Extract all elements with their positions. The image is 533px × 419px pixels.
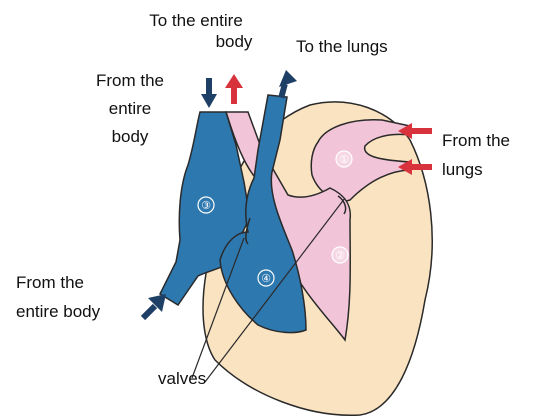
label-from-body-top-line1: From the bbox=[82, 70, 178, 91]
label-from-body-bottom-line1: From the bbox=[16, 272, 100, 293]
label-from-body-bottom-line2: entire body bbox=[16, 301, 100, 322]
label-from-entire-body-top: From the entire body bbox=[82, 70, 178, 147]
label-to-entire-body: To the entire body bbox=[126, 10, 266, 52]
chamber-4-label: ④ bbox=[261, 272, 271, 285]
chamber-1-label: ① bbox=[339, 153, 349, 166]
label-from-lungs-line1: From the bbox=[442, 130, 510, 151]
label-from-body-top-line3: body bbox=[82, 126, 178, 147]
label-to-entire-body-line2: body bbox=[126, 31, 266, 52]
label-valves: valves bbox=[158, 368, 206, 389]
chamber-2-label: ② bbox=[335, 249, 345, 262]
label-from-lungs: From the lungs bbox=[442, 130, 510, 180]
arrow-to-lungs-up-icon bbox=[278, 70, 297, 99]
label-to-entire-body-line1: To the entire bbox=[126, 10, 266, 31]
label-from-lungs-line2: lungs bbox=[442, 159, 510, 180]
label-valves-text: valves bbox=[158, 368, 206, 389]
chamber-3-label: ③ bbox=[201, 199, 211, 212]
arrow-from-body-down-icon bbox=[201, 78, 217, 108]
arrow-from-body-bottom-icon bbox=[143, 294, 166, 318]
label-from-body-top-line2: entire bbox=[82, 98, 178, 119]
arrow-to-body-up-icon bbox=[225, 74, 243, 104]
label-to-lungs-text: To the lungs bbox=[296, 36, 388, 57]
label-to-lungs: To the lungs bbox=[296, 36, 388, 57]
label-from-entire-body-bottom: From the entire body bbox=[16, 272, 100, 322]
